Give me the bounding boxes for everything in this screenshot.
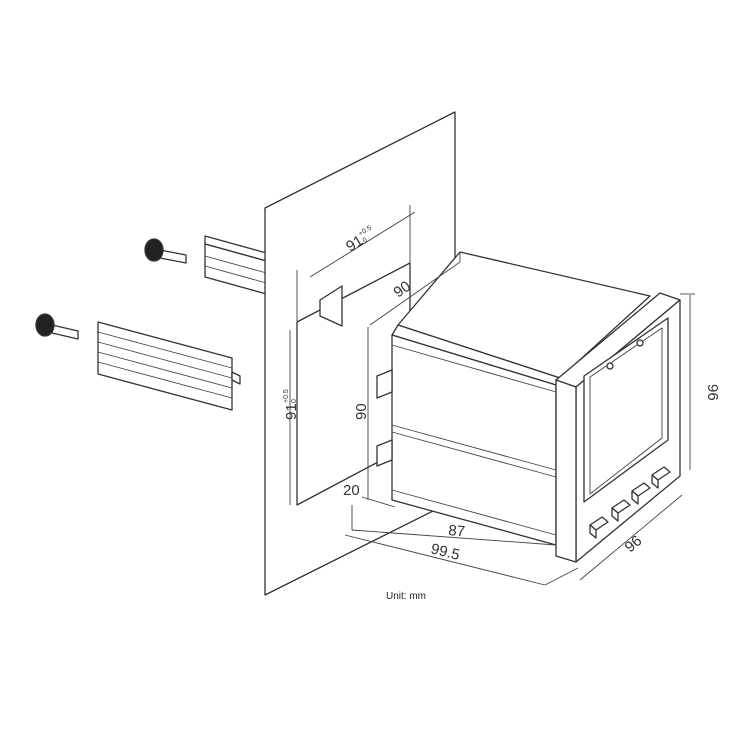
unit-label: Unit: mm xyxy=(386,591,426,602)
dimension-lines xyxy=(289,205,695,586)
cutout-height-label: 91 xyxy=(283,403,300,420)
body-depth-label: 87 xyxy=(448,522,466,540)
dimension-labels: 91 +0.5 0 91 +0.5 0 90 90 20 87 99.5 96 … xyxy=(283,225,721,564)
total-depth-label: 99.5 xyxy=(429,540,461,564)
front-width-label: 96 xyxy=(622,532,646,556)
body-height-label: 90 xyxy=(353,403,370,420)
meter-front-bezel xyxy=(555,292,681,563)
screw-upper xyxy=(144,238,187,264)
display-screen xyxy=(583,317,669,503)
svg-text:0: 0 xyxy=(291,399,298,403)
upper-mounting-clip xyxy=(204,235,271,296)
body-width-label: 90 xyxy=(391,278,414,301)
meter-body xyxy=(376,251,651,546)
front-height-label: 96 xyxy=(704,384,721,401)
cutout-width-label: 91 xyxy=(343,232,366,255)
screw-lower xyxy=(35,313,79,340)
front-buttons xyxy=(589,466,671,539)
svg-text:0: 0 xyxy=(362,237,369,245)
bezel-offset-label: 20 xyxy=(343,482,360,499)
lower-mounting-clip xyxy=(97,321,241,411)
svg-text:+0.5: +0.5 xyxy=(283,389,290,403)
